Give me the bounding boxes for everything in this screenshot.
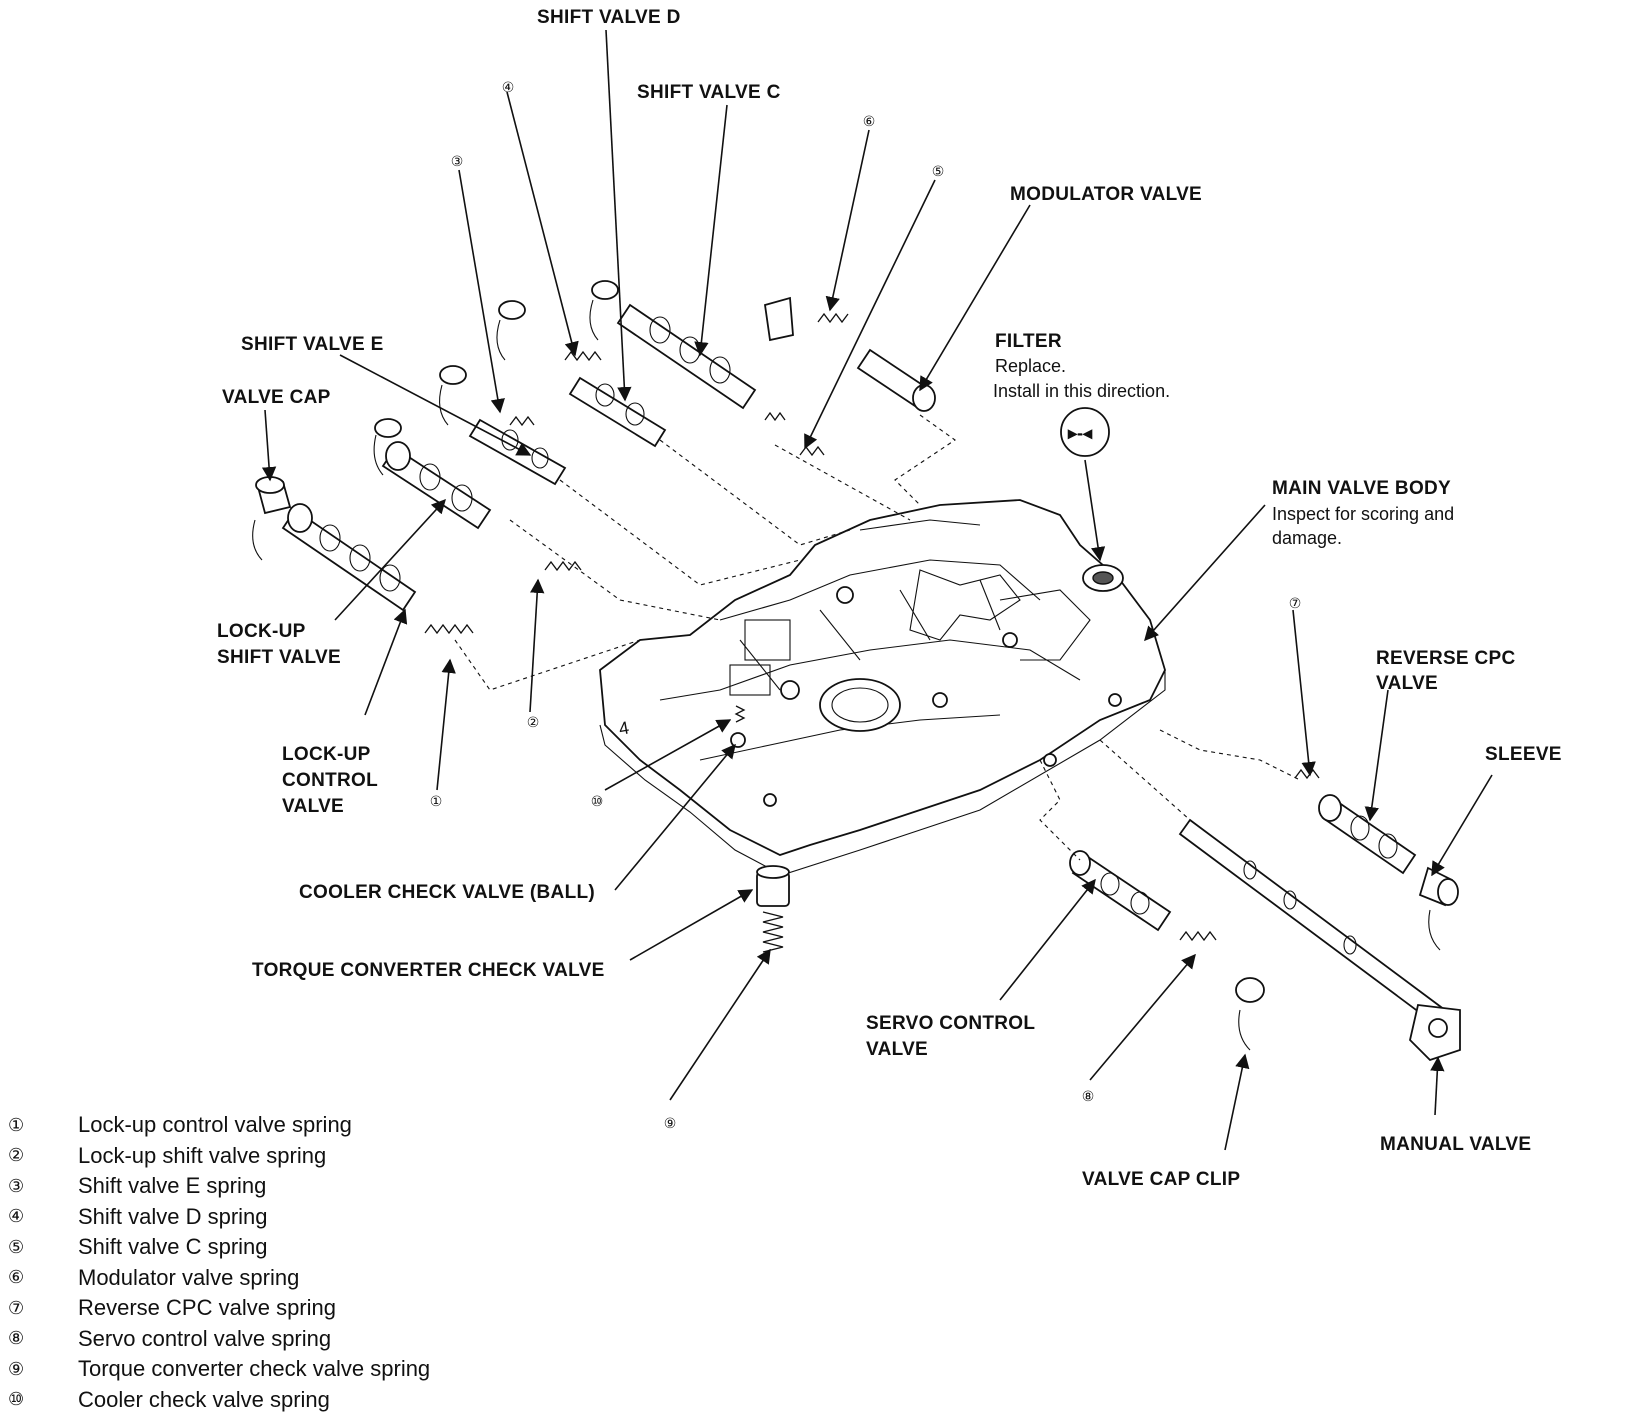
label-shift-valve-c: SHIFT VALVE C <box>637 82 781 103</box>
legend-text: Cooler check valve spring <box>78 1387 330 1413</box>
label-reverse-cpc-valve-2: VALVE <box>1376 673 1438 694</box>
lock-up-control-valve-part <box>283 504 415 610</box>
label-filter: FILTER <box>995 331 1062 352</box>
legend-text: Shift valve C spring <box>78 1234 268 1260</box>
callout-1: ① <box>430 794 443 810</box>
callout-6: ⑥ <box>863 114 876 130</box>
label-valve-cap-clip: VALVE CAP CLIP <box>1082 1169 1240 1190</box>
callout-9: ⑨ <box>664 1116 677 1132</box>
label-valve-cap: VALVE CAP <box>222 387 331 408</box>
legend-number: ⑩ <box>8 1389 78 1410</box>
label-cooler-check-valve: COOLER CHECK VALVE (BALL) <box>299 882 595 903</box>
legend-text: Shift valve E spring <box>78 1173 266 1199</box>
legend-number: ⑨ <box>8 1359 78 1380</box>
label-main-valve-body-note-1: Inspect for scoring and <box>1272 504 1454 524</box>
legend-number: ① <box>8 1115 78 1136</box>
label-filter-note-1: Replace. <box>995 356 1066 376</box>
legend-number: ⑦ <box>8 1298 78 1319</box>
legend-number: ③ <box>8 1176 78 1197</box>
main-valve-body-plate: 4 <box>600 500 1165 875</box>
legend-number: ⑤ <box>8 1237 78 1258</box>
valve-cap-part <box>253 477 290 560</box>
label-reverse-cpc-valve-1: REVERSE CPC <box>1376 648 1516 669</box>
shift-valve-e-part <box>440 366 565 484</box>
legend-text: Servo control valve spring <box>78 1326 331 1352</box>
callout-8: ⑧ <box>1082 1089 1095 1105</box>
label-lock-up-shift-valve-2: SHIFT VALVE <box>217 647 341 668</box>
callout-4: ④ <box>502 80 515 96</box>
legend-text: Lock-up shift valve spring <box>78 1143 326 1169</box>
callout-2: ② <box>527 715 540 731</box>
manual-valve-part <box>1180 820 1460 1060</box>
label-main-valve-body: MAIN VALVE BODY <box>1272 478 1451 499</box>
legend-number: ⑧ <box>8 1328 78 1349</box>
label-modulator-valve: MODULATOR VALVE <box>1010 184 1202 205</box>
label-servo-control-valve-1: SERVO CONTROL <box>866 1013 1035 1034</box>
label-servo-control-valve-2: VALVE <box>866 1039 928 1060</box>
label-shift-valve-d: SHIFT VALVE D <box>537 7 681 28</box>
label-manual-valve: MANUAL VALVE <box>1380 1134 1531 1155</box>
servo-control-valve-part <box>1070 851 1264 1050</box>
label-sleeve: SLEEVE <box>1485 744 1562 765</box>
label-lock-up-control-valve-3: VALVE <box>282 796 344 817</box>
label-lock-up-control-valve-2: CONTROL <box>282 770 378 791</box>
legend-number: ⑥ <box>8 1267 78 1288</box>
legend-text: Shift valve D spring <box>78 1204 268 1230</box>
label-torque-converter-check-valve: TORQUE CONVERTER CHECK VALVE <box>252 960 605 981</box>
legend-number: ④ <box>8 1206 78 1227</box>
legend-text: Reverse CPC valve spring <box>78 1295 336 1321</box>
callout-5: ⑤ <box>932 164 945 180</box>
callout-7: ⑦ <box>1289 596 1302 612</box>
label-main-valve-body-note-2: damage. <box>1272 528 1342 548</box>
svg-text:▸-◂: ▸-◂ <box>1067 423 1093 443</box>
legend-number: ② <box>8 1145 78 1166</box>
legend-text: Lock-up control valve spring <box>78 1112 352 1138</box>
callout-3: ③ <box>451 154 464 170</box>
label-shift-valve-e: SHIFT VALVE E <box>241 334 384 355</box>
label-filter-note-2: Install in this direction. <box>993 381 1170 401</box>
legend-text: Modulator valve spring <box>78 1265 299 1291</box>
label-lock-up-shift-valve-1: LOCK-UP <box>217 621 306 642</box>
legend-text: Torque converter check valve spring <box>78 1356 430 1382</box>
shift-valve-c-part <box>590 281 755 408</box>
callout-10: ⑩ <box>591 794 604 810</box>
label-lock-up-control-valve-1: LOCK-UP <box>282 744 371 765</box>
